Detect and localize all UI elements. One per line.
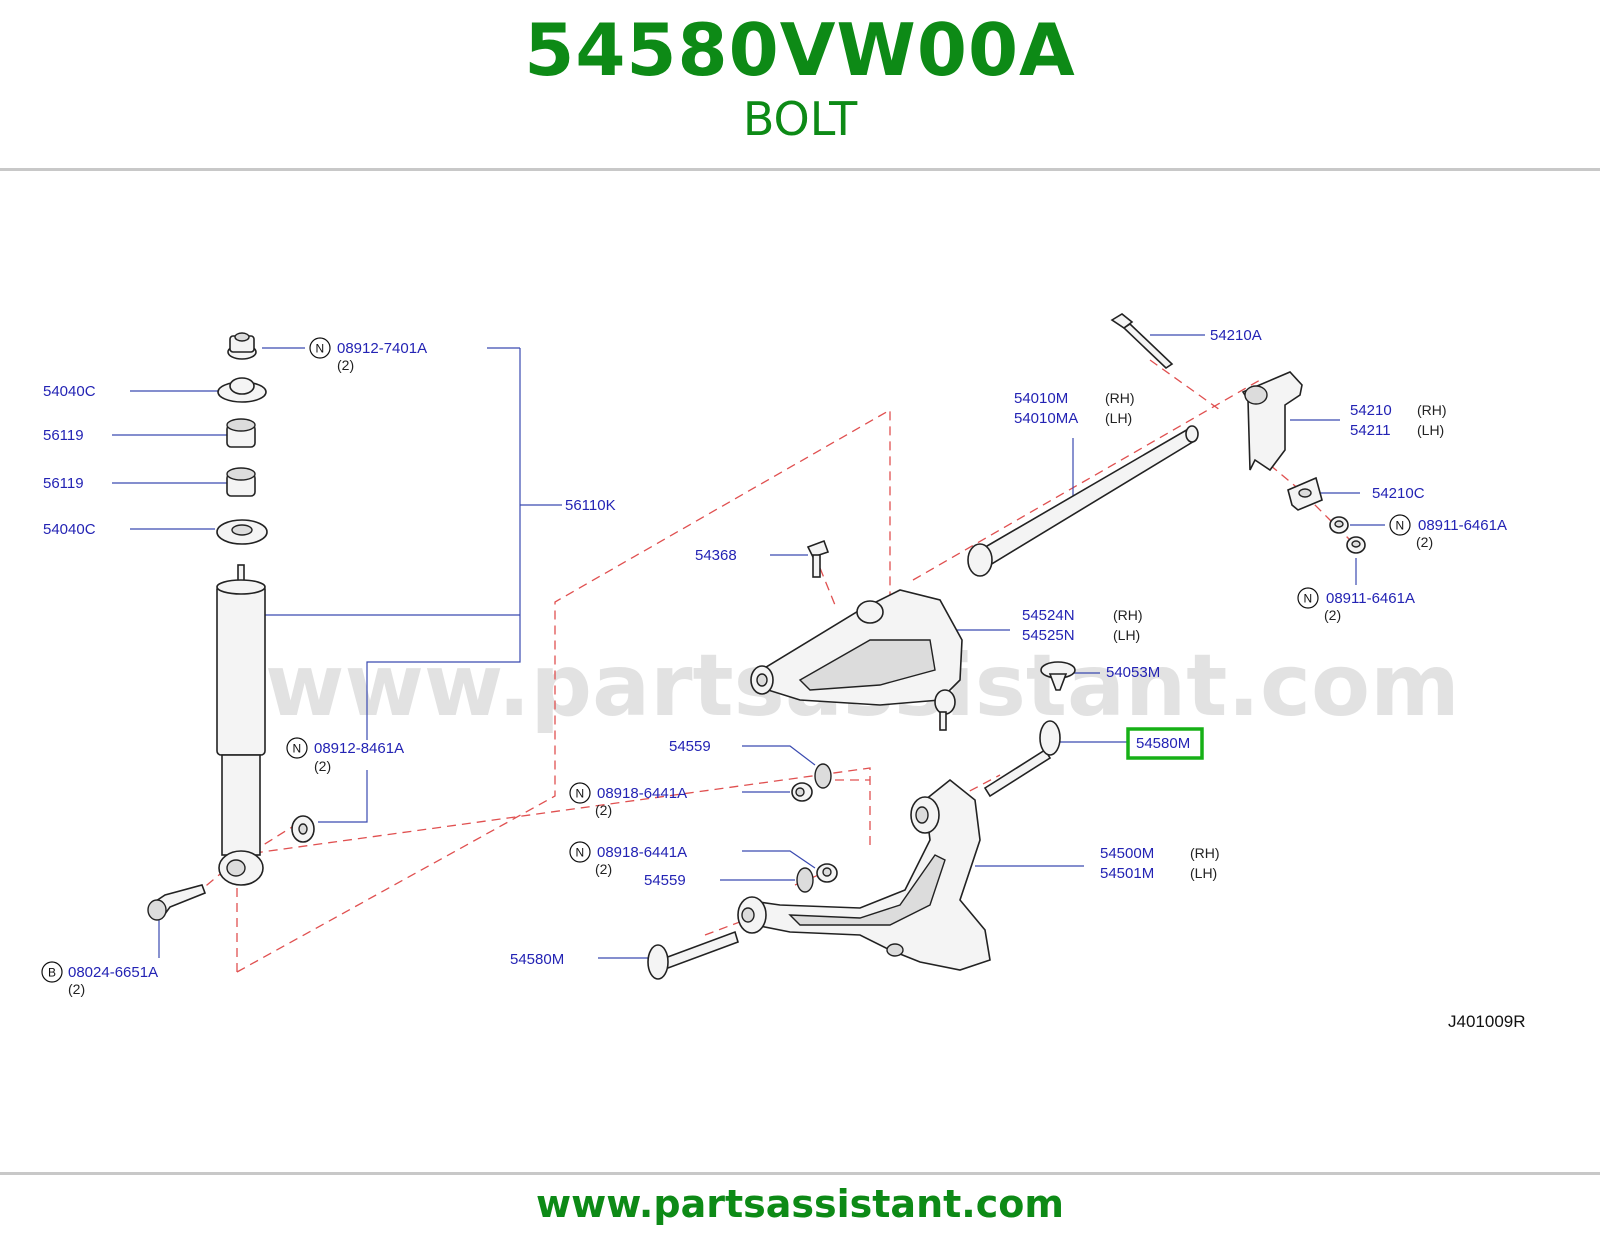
side-c27: (LH) — [1190, 865, 1217, 881]
qty-c15: (2) — [1416, 534, 1433, 550]
side-c10: (RH) — [1105, 390, 1135, 406]
footer-website[interactable]: www.partsassistant.com — [536, 1182, 1064, 1226]
shock-absorber-assembly[interactable] — [147, 332, 315, 921]
qty-c7: (2) — [314, 758, 331, 774]
footer-divider — [0, 1172, 1600, 1175]
prefix-c8: B — [48, 966, 56, 980]
callout-54010M[interactable]: 54010M — [1014, 390, 1068, 407]
callout-54053M[interactable]: 54053M — [1106, 664, 1160, 681]
callout-54580M-highlighted[interactable]: 54580M — [1136, 735, 1190, 752]
rubber-bushing-lower — [226, 467, 256, 497]
callout-56110K[interactable]: 56110K — [565, 497, 616, 514]
side-c12: (RH) — [1417, 402, 1447, 418]
callout-54524N[interactable]: 54524N — [1022, 607, 1075, 624]
prefix-c23: N — [576, 787, 585, 801]
callout-54040C-lower[interactable]: 54040C — [43, 521, 96, 538]
lower-link-arm — [737, 778, 991, 971]
lower-link-assembly[interactable] — [647, 720, 1061, 980]
callout-54501M[interactable]: 54501M — [1100, 865, 1154, 882]
callout-08918-6441A-lower[interactable]: 08918-6441A — [597, 844, 687, 861]
torsion-bar-assembly[interactable] — [967, 313, 1366, 577]
selected-part-highlight — [1126, 727, 1204, 760]
flange-nut — [227, 332, 257, 360]
callout-08912-7401A[interactable]: 08912-7401A — [337, 340, 427, 357]
adjusting-bolt-upper — [983, 720, 1061, 798]
anchor-nut-2 — [1346, 536, 1366, 554]
callout-54559-upper[interactable]: 54559 — [669, 738, 711, 755]
torsion-bar — [967, 425, 1199, 577]
anchor-nut-1 — [1329, 516, 1349, 534]
qty-c1: (2) — [337, 357, 354, 373]
side-c18: (RH) — [1113, 607, 1143, 623]
diagram-code: J401009R — [1448, 1012, 1526, 1031]
shock-absorber-body — [216, 564, 266, 886]
callout-54210A[interactable]: 54210A — [1210, 327, 1262, 344]
side-c26: (RH) — [1190, 845, 1220, 861]
part-name-subtitle: BOLT — [742, 92, 858, 146]
upper-link-bolt — [806, 539, 830, 578]
leader-lines — [112, 334, 1385, 959]
callout-54500M[interactable]: 54500M — [1100, 845, 1154, 862]
callout-08912-8461A[interactable]: 08912-8461A — [314, 740, 404, 757]
side-c11: (LH) — [1105, 410, 1132, 426]
callout-54559-lower[interactable]: 54559 — [644, 872, 686, 889]
callout-54580M[interactable]: 54580M — [510, 951, 564, 968]
callout-54525N[interactable]: 54525N — [1022, 627, 1075, 644]
qty-c8: (2) — [68, 981, 85, 997]
prefix-badges: N N B N N N N — [41, 337, 1411, 983]
callout-54010MA[interactable]: 54010MA — [1014, 410, 1078, 427]
side-c19: (LH) — [1113, 627, 1140, 643]
upper-link-arm — [750, 589, 963, 731]
callout-54368[interactable]: 54368 — [695, 547, 737, 564]
bump-stopper-clip — [1040, 661, 1076, 691]
prefix-c24: N — [576, 846, 585, 860]
callout-54210C[interactable]: 54210C — [1372, 485, 1425, 502]
callout-labels: 08912-7401A (2) 54040C 56119 56119 54040… — [43, 327, 1507, 997]
callout-56119-upper[interactable]: 56119 — [43, 427, 84, 444]
callout-08918-6441A-upper[interactable]: 08918-6441A — [597, 785, 687, 802]
upper-washer — [217, 377, 267, 403]
callout-08024-6651A[interactable]: 08024-6651A — [68, 964, 158, 981]
callout-54211[interactable]: 54211 — [1350, 422, 1391, 439]
prefix-c15: N — [1396, 519, 1405, 533]
rubber-bushing-upper — [226, 418, 256, 448]
qty-c23: (2) — [595, 802, 612, 818]
qty-c24: (2) — [595, 861, 612, 877]
part-number-title: 54580VW00A — [524, 8, 1076, 92]
prefix-c1: N — [316, 342, 325, 356]
adjusting-bolt-lower — [647, 930, 739, 980]
header: 54580VW00A BOLT — [0, 0, 1600, 170]
nut-lower — [816, 863, 838, 883]
lower-washer — [216, 519, 268, 545]
side-c13: (LH) — [1417, 422, 1444, 438]
header-divider — [0, 168, 1600, 171]
anchor-bolt — [1110, 313, 1174, 370]
callout-08911-6461A-a[interactable]: 08911-6461A — [1418, 517, 1507, 534]
torsion-bar-anchor-arm — [1241, 371, 1303, 472]
anchor-bracket-block — [1287, 476, 1323, 511]
prefix-c16: N — [1304, 592, 1313, 606]
callout-54040C-upper[interactable]: 54040C — [43, 383, 96, 400]
upper-link-assembly[interactable] — [750, 539, 1076, 731]
nut-upper — [791, 782, 813, 802]
mount-nut — [291, 815, 315, 843]
callout-08911-6461A-b[interactable]: 08911-6461A — [1326, 590, 1415, 607]
callout-56119-lower[interactable]: 56119 — [43, 475, 84, 492]
washer-lower — [796, 867, 814, 893]
qty-c16: (2) — [1324, 607, 1341, 623]
lower-mount-bolt — [147, 884, 207, 921]
washer-upper — [814, 763, 832, 789]
prefix-c7: N — [293, 742, 302, 756]
callout-54210[interactable]: 54210 — [1350, 402, 1392, 419]
